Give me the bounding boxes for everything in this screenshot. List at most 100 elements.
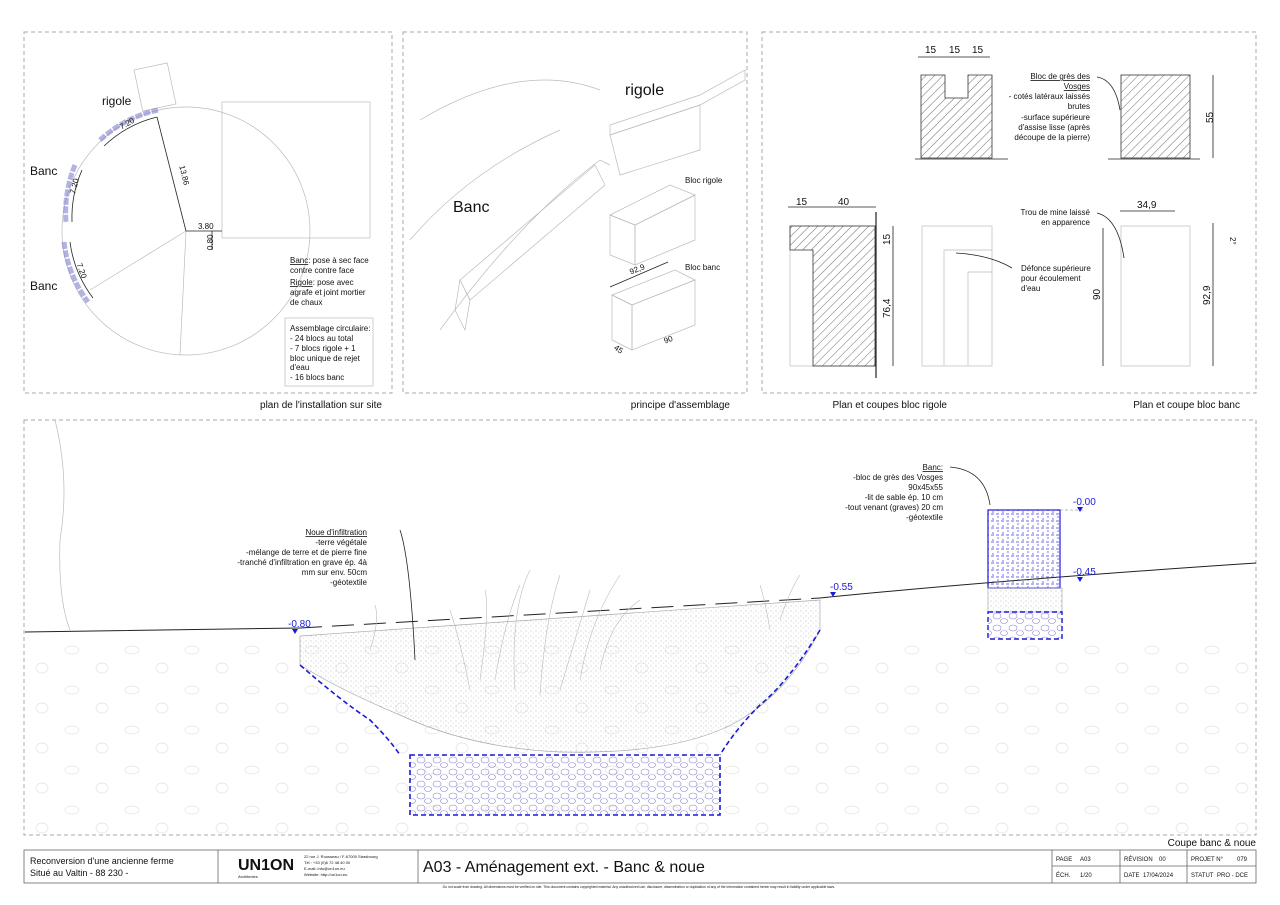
section-drawing: Noue d'infiltration -terre végétale -mél…	[24, 419, 1257, 834]
dim-34-9: 34,9	[1137, 200, 1157, 211]
svg-text:Rigole: pose avec: Rigole: pose avec	[290, 278, 354, 287]
label-banc-2: Banc	[30, 279, 57, 293]
svg-text:-lit de sable ép. 10 cm: -lit de sable ép. 10 cm	[865, 493, 944, 502]
block-details-frame	[761, 31, 1257, 394]
svg-text:bloc unique de rejet: bloc unique de rejet	[290, 354, 361, 363]
svg-text:contre contre face: contre contre face	[290, 266, 355, 275]
noue-note: Noue d'infiltration -terre végétale -mél…	[237, 528, 367, 587]
dim-92-9: 92,9	[1202, 285, 1213, 305]
note-banc: Banc: pose à sec face contre contre face…	[290, 256, 369, 307]
dim-length: 92,9	[628, 262, 646, 276]
dim-15: 15	[796, 197, 808, 208]
status-label: STATUT	[1191, 873, 1214, 879]
dim-top-3: 15	[972, 45, 984, 56]
scale-label: ÉCH.	[1056, 872, 1071, 879]
level-0-00: -0.00	[1073, 497, 1096, 508]
caption-section: Coupe banc & noue	[1168, 838, 1257, 849]
dim-radius: 13.86	[177, 164, 191, 186]
svg-text:en apparence: en apparence	[1041, 218, 1090, 227]
dim-vertical: 0.80	[206, 234, 215, 250]
dim-top-2: 15	[949, 45, 961, 56]
svg-text:agrafe et joint mortier: agrafe et joint mortier	[290, 288, 366, 297]
svg-text:Défonce supérieure: Défonce supérieure	[1021, 264, 1091, 273]
dim-top-1: 15	[925, 45, 937, 56]
svg-text:découpe de la pierre): découpe de la pierre)	[1014, 133, 1090, 142]
assembly-principle: rigole Banc Bloc rigole Bloc banc 92,9 4…	[409, 69, 746, 356]
level-minus-0-45: -0.45	[1073, 567, 1096, 578]
svg-text:d'eau: d'eau	[290, 363, 309, 372]
assembly-note: Assemblage circulaire: - 24 blocs au tot…	[290, 324, 370, 382]
note-bloc-gres: Bloc de grès des Vosges - cotés latéraux…	[1009, 72, 1091, 142]
dim-76-4: 76,4	[882, 298, 893, 318]
svg-text:-surface supérieure: -surface supérieure	[1021, 113, 1090, 122]
date-label: DATE	[1124, 873, 1140, 879]
banc-note: Banc: -bloc de grès des Vosges 90x45x55 …	[845, 463, 943, 522]
caption-bloc-rigole: Plan et coupes bloc rigole	[832, 400, 947, 411]
project-number-value: 079	[1237, 857, 1248, 863]
svg-text:-géotextile: -géotextile	[906, 513, 943, 522]
label-rigole-iso: rigole	[625, 82, 664, 99]
title-block: Reconversion d'une ancienne ferme Situé …	[23, 849, 1257, 889]
svg-text:pour écoulement: pour écoulement	[1021, 274, 1081, 283]
svg-text:Noue d'infiltration: Noue d'infiltration	[305, 528, 367, 537]
page-value: A03	[1080, 857, 1091, 863]
note-trou-de-mine: Trou de mine laissé en apparence	[1020, 208, 1090, 227]
svg-text:d'assise lisse (après: d'assise lisse (après	[1018, 123, 1090, 132]
svg-text:E-mail: info@un1on.eu: E-mail: info@un1on.eu	[304, 866, 345, 871]
label-rigole: rigole	[102, 94, 132, 108]
svg-text:- cotés latéraux laissés: - cotés latéraux laissés	[1009, 92, 1090, 101]
svg-text:Banc: pose à sec face: Banc: pose à sec face	[290, 256, 369, 265]
svg-text:90x45x55: 90x45x55	[908, 483, 943, 492]
assembly-frame	[402, 31, 748, 394]
level-minus-0-80: -0.80	[288, 619, 311, 630]
project-name: Reconversion d'une ancienne ferme	[30, 856, 174, 866]
caption-site-plan: plan de l'installation sur site	[260, 400, 382, 411]
dim-angle: 2°	[1228, 237, 1237, 245]
label-bloc-rigole: Bloc rigole	[685, 176, 723, 185]
site-plan-frame	[23, 31, 393, 394]
site-plan: rigole Banc Banc 7.20 7.20 7.20 13.86 3.…	[30, 62, 374, 387]
label-banc-1: Banc	[30, 164, 57, 178]
page-label: PAGE	[1056, 857, 1072, 863]
svg-text:brutes: brutes	[1068, 102, 1090, 111]
svg-text:mm sur env. 50cm: mm sur env. 50cm	[302, 568, 368, 577]
dim-40: 40	[838, 197, 850, 208]
svg-text:-terre végétale: -terre végétale	[315, 538, 367, 547]
project-number-label: PROJET N°	[1191, 857, 1224, 863]
status-value: PRO - DCE	[1217, 873, 1248, 879]
firm-address: 22 rue J. Rousseau / F-67000 Strasbourg …	[304, 854, 378, 877]
caption-bloc-banc: Plan et coupe bloc banc	[1133, 400, 1240, 411]
svg-text:Trou de mine laissé: Trou de mine laissé	[1020, 208, 1090, 217]
dim-arc-2: 7.20	[68, 177, 81, 195]
label-banc-iso: Banc	[453, 199, 489, 216]
revision-label: RÉVISION	[1124, 856, 1153, 863]
svg-text:Vosges: Vosges	[1064, 82, 1090, 91]
svg-text:Assemblage circulaire:: Assemblage circulaire:	[290, 324, 370, 333]
project-location: Situé au Valtin - 88 230 -	[30, 868, 128, 878]
scale-value: 1/20	[1080, 873, 1092, 879]
svg-text:-tranché d'infiltration en gra: -tranché d'infiltration en grave ép. 4à	[237, 558, 367, 567]
svg-text:de chaux: de chaux	[290, 298, 322, 307]
section-frame	[23, 419, 1257, 836]
revision-value: 00	[1159, 857, 1166, 863]
svg-text:Bloc de grès des: Bloc de grès des	[1030, 72, 1090, 81]
firm-logo-subtitle: Architectes	[238, 874, 258, 879]
dim-depth: 45	[612, 343, 625, 356]
svg-text:Banc:: Banc:	[923, 463, 943, 472]
svg-text:Tél : +33 (0)6 72 48 40 00: Tél : +33 (0)6 72 48 40 00	[304, 860, 351, 865]
block-details: 15 15 15 55 Bloc de grès des Vosges - co…	[788, 45, 1237, 378]
svg-text:- 7 blocs rigole + 1: - 7 blocs rigole + 1	[290, 344, 356, 353]
dim-arc-3: 7.20	[75, 262, 89, 280]
svg-text:- 16 blocs banc: - 16 blocs banc	[290, 373, 344, 382]
svg-text:22 rue J. Rousseau / F-67000 S: 22 rue J. Rousseau / F-67000 Strasbourg	[304, 854, 378, 859]
disclaimer: Do not scale from drawing. All dimension…	[443, 885, 835, 889]
dim-90: 90	[1092, 288, 1103, 300]
svg-text:-mélange de terre et de pierre: -mélange de terre et de pierre fine	[246, 548, 368, 557]
svg-text:Website: http://un1on.eu: Website: http://un1on.eu	[304, 872, 347, 877]
level-markers: -0.80 -0.55 -0.00 -0.45	[288, 497, 1096, 634]
level-minus-0-55: -0.55	[830, 582, 853, 593]
dim-55: 55	[1205, 111, 1216, 123]
dim-15-vertical: 15	[882, 233, 893, 245]
svg-text:- 24 blocs au total: - 24 blocs au total	[290, 334, 353, 343]
